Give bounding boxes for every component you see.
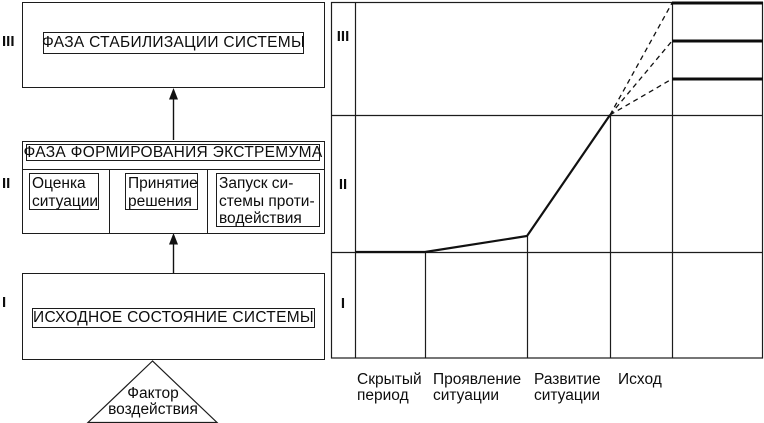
phase-2-row-label: II — [2, 175, 11, 192]
outcome-branch-line — [609, 2, 673, 116]
x-label-situation-development: Развитие ситуации — [534, 371, 601, 404]
phase-3-box: ФАЗА СТАБИЛИЗАЦИИ СИСТЕМЫ — [22, 2, 325, 88]
x-label-situation-manifestation: Проявление ситуации — [433, 371, 522, 404]
phase-2-cell-divider — [109, 169, 110, 233]
chart-frame — [330, 1, 764, 359]
x-label-outcome: Исход — [618, 371, 662, 388]
outcome-branch-line — [609, 40, 673, 116]
step-make-decision: Принятие решения — [125, 173, 198, 210]
phase-curve — [355, 114, 611, 254]
phase-3-row-label: III — [2, 33, 15, 50]
phase-2-box: ФАЗА ФОРМИРОВАНИЯ ЭКСТРЕМУМА Оценка ситу… — [22, 141, 325, 234]
impact-factor-label: Фактор воздействия — [108, 385, 198, 418]
outcome-box-edges — [672, 1, 763, 81]
x-label-latent-period: Скрытый период — [357, 371, 422, 404]
phase-3-title: ФАЗА СТАБИЛИЗАЦИИ СИСТЕМЫ — [42, 32, 305, 54]
phase-2-cell-divider — [207, 169, 208, 233]
phase-1-box: ИСХОДНОЕ СОСТОЯНИЕ СИСТЕМЫ — [22, 273, 325, 360]
outcome-branches — [609, 2, 673, 116]
phase-1-title: ИСХОДНОЕ СОСТОЯНИЕ СИСТЕМЫ — [32, 308, 315, 328]
phase-2-divider — [22, 169, 325, 170]
phase-2-title: ФАЗА ФОРМИРОВАНИЯ ЭКСТРЕМУМА — [23, 143, 323, 161]
step-assess-situation: Оценка ситуации — [29, 173, 99, 210]
chart-grid — [330, 1, 764, 359]
arrow-up-icon — [169, 233, 178, 245]
outcome-branch-line — [609, 78, 673, 116]
phase-1-row-label: I — [2, 294, 7, 311]
arrow-up-icon — [169, 88, 178, 100]
step-launch-counteraction: Запуск си- стемы проти- водействия — [216, 173, 320, 227]
chart-row-label-i: I — [340, 295, 346, 312]
chart-row-label-iii: III — [336, 28, 350, 45]
chart-row-label-ii: II — [338, 176, 348, 193]
